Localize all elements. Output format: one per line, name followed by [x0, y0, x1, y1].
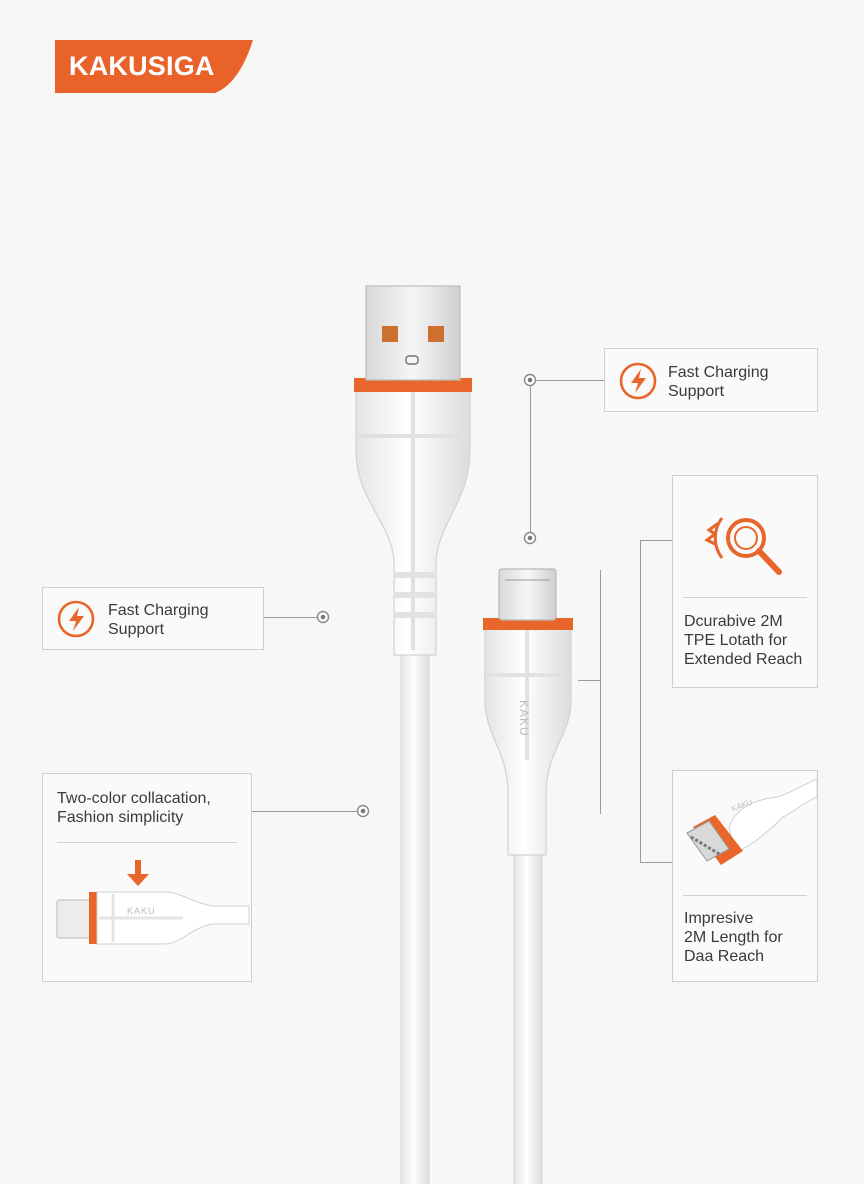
callout-line: Impresive: [684, 910, 754, 927]
micro-plug-logo: KAKU: [517, 700, 531, 737]
callout-fast-charging-left: Fast Charging Support: [42, 587, 264, 650]
callout-line: Extended Reach: [684, 651, 803, 668]
callout-impressive: KAKU Impresive 2M Length for Daa Reach: [672, 770, 818, 982]
callout-line: Fashion simplicity: [57, 809, 184, 826]
callout-line: Dcurabive 2M: [684, 613, 783, 630]
connector-dot: [356, 804, 370, 818]
callout-line: Daa Reach: [684, 948, 765, 965]
callout-divider: [57, 842, 237, 843]
callout-two-color: Two-color collacation, Fashion simplicit…: [42, 773, 252, 982]
arrow-down-icon: [127, 860, 149, 886]
brand-name: KAKUSIGA: [69, 51, 215, 81]
callout-text: Impresive 2M Length for Daa Reach: [684, 909, 783, 966]
connector-line: [536, 380, 606, 381]
callout-text: Fast Charging Support: [668, 363, 769, 401]
callout-line: Two-color collacation,: [57, 790, 211, 807]
callout-line: Support: [668, 383, 725, 400]
connector-line: [640, 862, 672, 863]
callout-line: Fast Charging: [108, 602, 209, 619]
connector-line: [640, 540, 641, 862]
connector-dot: [316, 610, 330, 624]
connector-line: [530, 380, 531, 538]
brand-logo: KAKUSIGA: [55, 40, 253, 93]
callout-text: Fast Charging Support: [108, 601, 209, 639]
callout-line: Fast Charging: [668, 364, 769, 381]
connector-line: [264, 617, 320, 618]
callout-fast-charging-top: Fast Charging Support: [604, 348, 818, 412]
impressive-inset-image: [686, 778, 817, 865]
lightning-bolt-icon: [57, 600, 95, 638]
callout-line: 2M Length for: [684, 929, 783, 946]
callout-divider: [683, 597, 807, 598]
connector-dot: [523, 531, 537, 545]
two-color-inset-image: [56, 860, 250, 945]
lightning-bolt-icon: [619, 362, 657, 400]
callout-line: Support: [108, 621, 165, 638]
callout-line: TPE Lotath for: [684, 632, 788, 649]
callout-divider: [683, 895, 807, 896]
connector-line: [640, 540, 672, 541]
inset-logo: KAKU: [127, 906, 156, 916]
callout-text: Dcurabive 2M TPE Lotath for Extended Rea…: [684, 612, 802, 669]
connector-line: [578, 680, 600, 681]
callout-text: Two-color collacation, Fashion simplicit…: [57, 789, 211, 827]
micro-usb-cable: [483, 568, 573, 1184]
connector-dot: [523, 373, 537, 387]
brand-logo-shape: [55, 40, 253, 93]
connector-line: [600, 570, 601, 814]
connector-line: [252, 811, 358, 812]
magnifier-icon: [704, 517, 782, 575]
callout-durable: Dcurabive 2M TPE Lotath for Extended Rea…: [672, 475, 818, 688]
usb-a-cable: [354, 285, 472, 1184]
